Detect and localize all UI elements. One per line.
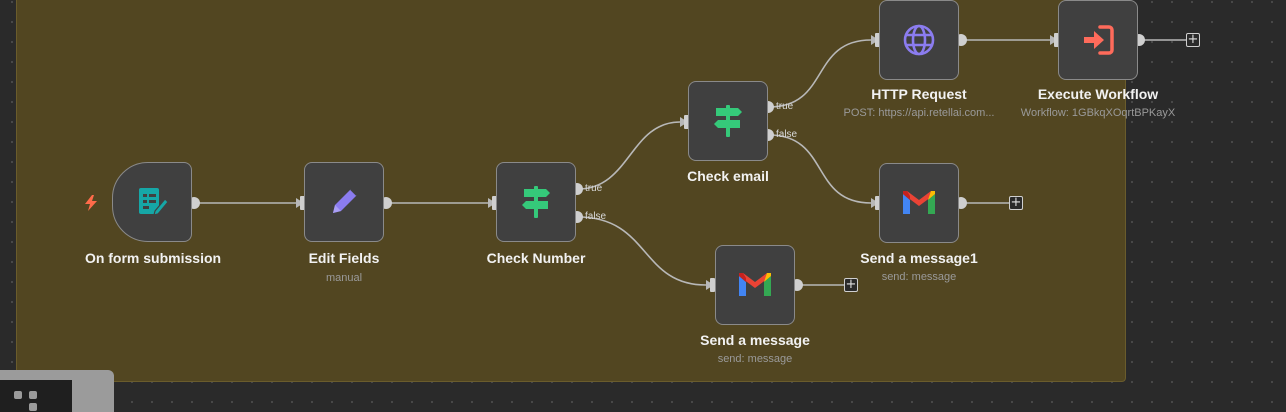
input-handle xyxy=(300,196,305,210)
minimap-node xyxy=(14,391,22,399)
node-send-a-message1[interactable] xyxy=(879,163,959,243)
node-send-a-message[interactable] xyxy=(715,245,795,325)
node-on-form-submission[interactable] xyxy=(112,162,192,242)
input-handle xyxy=(875,196,880,210)
node-label: On form submission xyxy=(84,250,222,266)
minimap-viewport xyxy=(0,380,72,412)
pencil-icon xyxy=(333,188,358,213)
signpost-icon xyxy=(714,105,742,137)
connection-check-email-false-to-send-message1 xyxy=(768,134,872,204)
connection-check-email-true-to-http xyxy=(768,39,872,108)
node-label: Send a message1 xyxy=(860,250,978,266)
enter-arrow-icon xyxy=(1084,25,1114,55)
node-subtitle: Workflow: 1GBkqXOqrtBPKayX xyxy=(1020,107,1176,119)
connection-check-number-true-to-check-email xyxy=(577,121,681,190)
node-subtitle: send: message xyxy=(717,353,793,365)
output-label-false: false xyxy=(776,129,798,140)
output-label-false: false xyxy=(585,211,607,222)
bolt-icon xyxy=(85,195,97,211)
minimap-node xyxy=(29,403,37,411)
node-label: Edit Fields xyxy=(308,250,380,266)
node-subtitle: manual xyxy=(325,272,363,284)
node-label: Check Number xyxy=(486,250,586,266)
minimap-node xyxy=(29,391,37,399)
add-node-button[interactable]: + xyxy=(1009,195,1023,210)
node-label: Check email xyxy=(687,168,769,184)
node-check-number[interactable] xyxy=(496,162,576,242)
globe-icon xyxy=(903,24,935,56)
add-node-button[interactable]: + xyxy=(844,277,858,292)
node-subtitle: send: message xyxy=(881,271,957,283)
output-label-true: true xyxy=(776,101,794,112)
input-handle xyxy=(684,115,689,129)
input-handle xyxy=(875,33,880,47)
node-edit-fields[interactable] xyxy=(304,162,384,242)
node-label: Send a message xyxy=(700,332,810,348)
add-node-button[interactable]: + xyxy=(1186,32,1200,47)
gmail-icon xyxy=(739,273,771,296)
input-handle xyxy=(492,196,497,210)
node-check-email[interactable] xyxy=(688,81,768,161)
input-handle xyxy=(710,278,715,292)
connection-check-number-false-to-send-message xyxy=(577,216,707,286)
node-label: HTTP Request xyxy=(871,86,967,102)
minimap-panel[interactable] xyxy=(0,370,114,412)
signpost-icon xyxy=(522,186,550,218)
gmail-icon xyxy=(903,191,935,214)
input-handle xyxy=(1054,33,1059,47)
node-label: Execute Workflow xyxy=(1037,86,1159,102)
node-http-request[interactable] xyxy=(879,0,959,80)
node-subtitle: POST: https://api.retellai.com... xyxy=(843,107,995,119)
node-execute-workflow[interactable] xyxy=(1058,0,1138,80)
output-label-true: true xyxy=(585,183,603,194)
form-icon xyxy=(139,188,169,216)
